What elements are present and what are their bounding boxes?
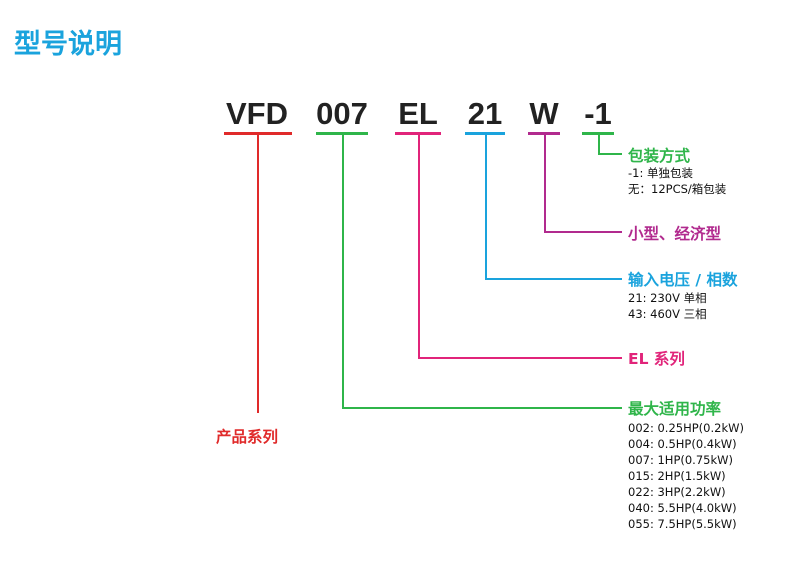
underline-packaging	[582, 132, 614, 135]
power-note: 007: 1HP(0.75kW)	[628, 453, 733, 467]
underline-power	[316, 132, 368, 135]
connector-el-horizontal	[418, 357, 622, 359]
voltage-note: 43: 460V 三相	[628, 307, 707, 321]
packaging-notes: -1: 单独包装 无：12PCS/箱包装	[628, 165, 726, 197]
power-note: 015: 2HP(1.5kW)	[628, 469, 726, 483]
connector-voltage-vertical	[485, 135, 487, 280]
connector-series	[257, 135, 259, 413]
series-heading: 产品系列	[216, 428, 279, 446]
code-voltage: 21	[467, 96, 503, 131]
packaging-note: -1: 单独包装	[628, 166, 693, 180]
connector-compact-vertical	[544, 135, 546, 233]
connector-voltage-horizontal	[485, 278, 622, 280]
connector-el-vertical	[418, 135, 420, 359]
voltage-notes: 21: 230V 单相 43: 460V 三相	[628, 290, 707, 322]
connector-packaging-horizontal	[598, 153, 622, 155]
code-el: EL	[398, 96, 438, 131]
compact-heading: 小型、经济型	[628, 225, 722, 243]
underline-voltage	[465, 132, 505, 135]
page-title: 型号说明	[14, 29, 122, 60]
packaging-note: 无：12PCS/箱包装	[628, 182, 727, 196]
code-series: VFD	[226, 96, 288, 131]
el-heading: EL 系列	[628, 350, 685, 368]
power-notes: 002: 0.25HP(0.2kW) 004: 0.5HP(0.4kW) 007…	[628, 420, 744, 532]
connector-power-vertical	[342, 135, 344, 408]
packaging-heading: 包装方式	[628, 147, 691, 165]
code-packaging: -1	[584, 96, 612, 131]
power-note: 055: 7.5HP(5.5kW)	[628, 517, 737, 531]
power-note: 002: 0.25HP(0.2kW)	[628, 421, 744, 435]
connector-packaging-vertical	[598, 135, 600, 155]
voltage-heading: 输入电压 / 相数	[628, 271, 738, 289]
code-compact: W	[529, 96, 559, 131]
connector-compact-horizontal	[544, 231, 622, 233]
voltage-note: 21: 230V 单相	[628, 291, 707, 305]
underline-compact	[528, 132, 560, 135]
power-heading: 最大适用功率	[628, 400, 722, 418]
power-note: 040: 5.5HP(4.0kW)	[628, 501, 737, 515]
underline-el	[395, 132, 441, 135]
code-power: 007	[316, 96, 368, 131]
power-note: 004: 0.5HP(0.4kW)	[628, 437, 737, 451]
power-note: 022: 3HP(2.2kW)	[628, 485, 726, 499]
underline-series	[224, 132, 292, 135]
connector-power-horizontal	[342, 407, 622, 409]
